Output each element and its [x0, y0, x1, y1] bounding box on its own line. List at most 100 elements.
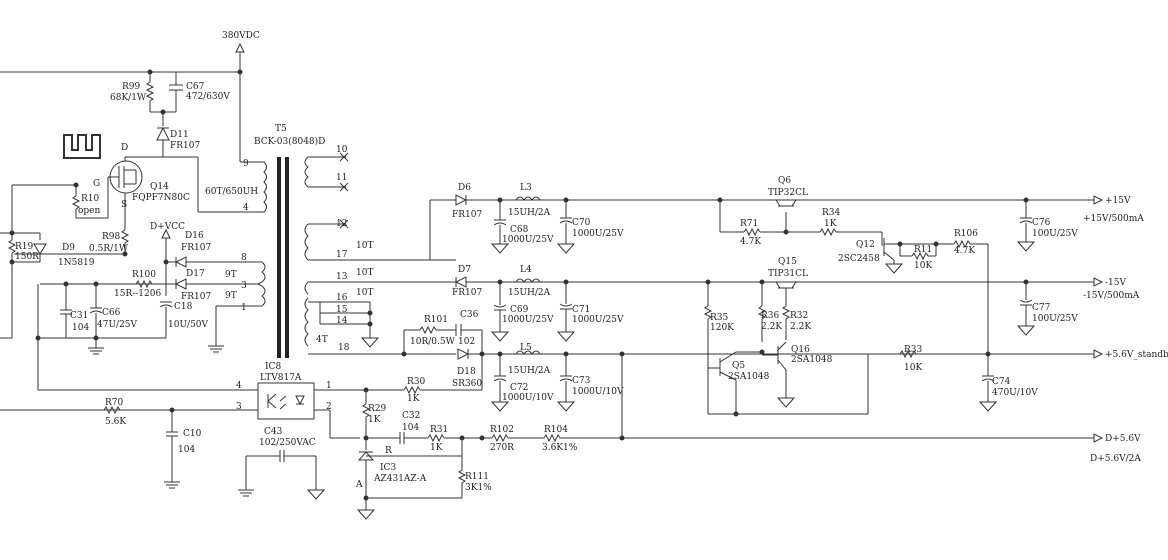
- c73-value: 1000U/10V: [572, 387, 624, 397]
- q14-pin-d: D: [121, 143, 128, 153]
- r71-ref: R71: [740, 219, 758, 229]
- d17-ref: D17: [186, 269, 205, 279]
- c36-ref: C36: [460, 310, 479, 320]
- ic8-ref: IC8: [265, 362, 281, 372]
- q16-value: 2SA1048: [791, 355, 833, 365]
- c32-value: 104: [402, 423, 419, 433]
- t5-pin9: 9: [243, 159, 249, 169]
- d11-diode: D11 FR107: [125, 126, 200, 158]
- d11-ref: D11: [170, 130, 189, 140]
- d17-value: FR107: [181, 292, 211, 302]
- out-15p-desc: +15V/500mA: [1083, 214, 1144, 224]
- l4-ref: L4: [520, 265, 532, 275]
- r33-value: 10K: [904, 363, 922, 373]
- c77-value: 100U/25V: [1032, 314, 1078, 324]
- t5-pin10: 10: [336, 145, 348, 155]
- t5-pin15: 15: [336, 305, 348, 315]
- c69-ref: C69: [510, 305, 529, 315]
- ic3-value: AZ431AZ-A: [373, 474, 427, 484]
- l4-value: 15UH/2A: [508, 288, 551, 298]
- t5-pin3: 3: [241, 281, 247, 291]
- r36-ref: R36: [761, 311, 780, 321]
- r32-ref: R32: [790, 311, 808, 321]
- r35-ref: R35: [710, 313, 729, 323]
- t5-primary: 60T/650UH: [205, 187, 258, 197]
- r99-value: 68K/1W: [110, 93, 147, 103]
- c74-value: 470U/10V: [992, 388, 1038, 398]
- c66-value: 47U/25V: [97, 320, 138, 330]
- c68-ref: C68: [510, 225, 529, 235]
- ic8-pin3: 3: [236, 402, 242, 412]
- d11-value: FR107: [170, 141, 200, 151]
- ic3-pin-a: A: [355, 480, 363, 490]
- l3-ref: L3: [520, 183, 532, 193]
- q12-value: 2SC2458: [838, 254, 880, 264]
- d9-ref: D9: [62, 243, 75, 253]
- d6-ref: D6: [458, 183, 471, 193]
- r19-value: 150R: [15, 252, 39, 262]
- gate-drive: R10 open: [0, 177, 109, 234]
- transformer-t5: T5 BCK-03(8048)D 9 4 60T/650UH 8 9T 3 9T…: [205, 124, 456, 358]
- r111-value: 3K1%: [465, 483, 492, 493]
- r100-value: 15R--1206: [114, 289, 161, 299]
- q14-ref: Q14: [150, 182, 169, 192]
- d7-ref: D7: [458, 265, 471, 275]
- c70-ref: C70: [572, 218, 591, 228]
- q5-value: 2SA1048: [728, 372, 770, 382]
- t5-pin12: 12: [336, 219, 347, 229]
- r30-ref: R30: [407, 377, 426, 387]
- r34-ref: R34: [822, 208, 841, 218]
- out-5v6-desc: D+5.6V/2A: [1090, 454, 1141, 464]
- r35-value: 120K: [710, 323, 734, 333]
- r111-ref: R111: [465, 472, 489, 482]
- ic8-pin2: 2: [326, 402, 332, 412]
- rail-380vdc: 380VDC: [0, 31, 260, 163]
- r106-ref: R106: [954, 229, 978, 239]
- aux-supply: D+VCC D16 FR107 D17 FR107 R100 15R--1206…: [40, 222, 258, 355]
- q15-ref: Q15: [778, 257, 797, 267]
- c18-ref: C18: [174, 302, 193, 312]
- q14-mosfet: D S G Q14 FQPF7N80C: [93, 143, 258, 230]
- t5-sec-15n-b: 10T: [356, 288, 373, 298]
- c31-value: 104: [72, 323, 89, 333]
- t5-pin14: 14: [336, 316, 348, 326]
- d16-ref: D16: [185, 231, 204, 241]
- d9-value: 1N5819: [58, 258, 95, 268]
- t5-pin8: 8: [241, 253, 247, 263]
- c74-ref: C74: [992, 377, 1011, 387]
- c32-ref: C32: [402, 411, 420, 421]
- r10-value: open: [78, 206, 101, 216]
- c67-value: 472/630V: [186, 92, 230, 102]
- out-15n-net: -15V: [1105, 278, 1126, 288]
- t5-pin11: 11: [336, 173, 347, 183]
- r102-ref: R102: [490, 425, 514, 435]
- ic8-value: LTV817A: [260, 373, 302, 383]
- q14-pin-g: G: [93, 179, 100, 189]
- r98-ref: R98: [102, 232, 121, 242]
- r34-value: 1K: [824, 219, 837, 229]
- t5-sec-15p: 10T: [356, 241, 373, 251]
- q5-ref: Q5: [732, 361, 745, 371]
- d18-ref: D18: [457, 367, 476, 377]
- dvcc-label: D+VCC: [150, 222, 185, 232]
- d16-value: FR107: [181, 243, 211, 253]
- r11-ref: R11: [914, 245, 932, 255]
- d7-value: FR107: [452, 288, 482, 298]
- c66-ref: C66: [102, 308, 121, 318]
- r29-ref: R29: [368, 404, 387, 414]
- t5-sec-15n: 10T: [356, 268, 373, 278]
- r71-value: 4.7K: [740, 237, 761, 247]
- r31-ref: R31: [430, 425, 448, 435]
- r29-value: 1K: [368, 415, 381, 425]
- c18-value: 10U/50V: [168, 320, 209, 330]
- output-15v-negative: D7 FR107 L4 15UH/2A C69 1000U/25V C71 10…: [452, 265, 1140, 342]
- r102-value: 270R: [490, 443, 514, 453]
- c31-ref: C31: [70, 311, 88, 321]
- t5-pin4: 4: [243, 203, 249, 213]
- regulator-section: Q6 TIP32CL R71 4.7K R34 1K Q12 2SC2458 R…: [703, 176, 1168, 415]
- c10-value: 104: [178, 445, 195, 455]
- r33-ref: R33: [904, 345, 923, 355]
- t5-pin1: 1: [241, 303, 247, 313]
- c36-value: 102: [458, 337, 475, 347]
